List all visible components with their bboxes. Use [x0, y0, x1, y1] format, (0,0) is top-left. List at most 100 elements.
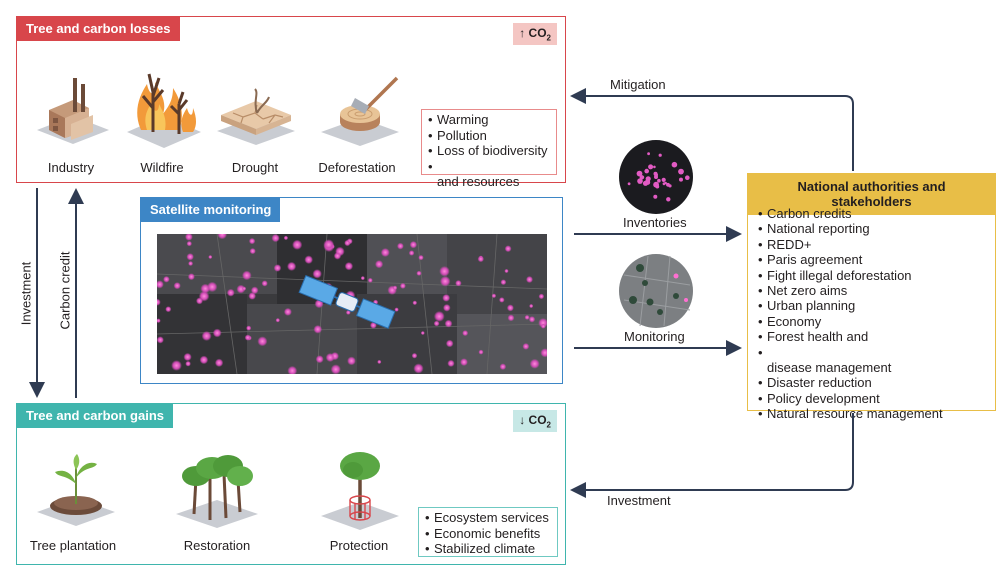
- heat-spot: [185, 360, 191, 367]
- losses-effects-list: Warming Pollution Loss of biodiversity a…: [421, 109, 557, 189]
- national-item: Policy development: [758, 391, 943, 406]
- losses-title: Tree and carbon losses: [17, 17, 180, 41]
- heat-spot: [186, 253, 194, 261]
- heat-spot: [666, 197, 671, 202]
- deforestation-label: Deforestation: [318, 160, 396, 175]
- national-item: Natural resource management: [758, 406, 943, 421]
- heat-spot: [347, 356, 356, 366]
- heat-spot: [507, 314, 515, 322]
- heat-spot: [360, 276, 365, 281]
- effect-item: Stabilized climate: [425, 541, 551, 557]
- heat-spot: [418, 254, 424, 261]
- carbon-credit-label: Carbon credit: [57, 251, 73, 330]
- heat-spot: [433, 311, 445, 322]
- heat-spot: [478, 349, 484, 355]
- national-item: Net zero aims: [758, 283, 943, 298]
- restoration-icon: [176, 455, 258, 528]
- heat-spot: [183, 352, 192, 362]
- heat-spot: [212, 328, 222, 338]
- heat-spot: [377, 359, 382, 364]
- heat-spot: [248, 292, 256, 300]
- national-item: Paris agreement: [758, 252, 943, 267]
- heat-spot: [433, 320, 440, 327]
- heat-spot: [455, 280, 462, 287]
- heat-spot: [196, 297, 203, 305]
- heat-spot: [413, 363, 424, 374]
- heat-spot: [439, 266, 450, 277]
- monitoring-thumbnail: [619, 254, 693, 328]
- heat-spot: [647, 152, 650, 156]
- heat-spot: [420, 331, 425, 335]
- heat-spot: [283, 235, 289, 241]
- heat-spot: [315, 355, 324, 364]
- heat-spot: [226, 288, 235, 297]
- heat-spot: [409, 241, 418, 249]
- heat-spot: [679, 177, 683, 182]
- effect-item: Ecosystem services: [425, 510, 551, 526]
- national-item-continued: disease management: [758, 345, 943, 376]
- heat-spot: [637, 178, 643, 184]
- investment-arrow-bottom: [570, 413, 854, 498]
- co2-decrease-badge: ↓ CO2: [513, 410, 557, 433]
- heat-spot: [157, 336, 164, 344]
- heat-spot: [242, 270, 252, 281]
- heat-spot: [460, 358, 468, 366]
- heat-spot: [657, 178, 661, 183]
- mitigation-arrow: [570, 88, 854, 171]
- national-item: National reporting: [758, 221, 943, 236]
- restoration-label: Restoration: [183, 538, 251, 553]
- heat-spot: [653, 181, 659, 188]
- co2-increase-badge: ↑ CO2: [513, 23, 557, 46]
- heat-spot: [207, 281, 218, 293]
- effect-item-continued: and resources: [428, 159, 550, 190]
- heat-spot: [185, 234, 193, 241]
- heat-spot: [526, 276, 533, 283]
- heat-spot: [653, 165, 656, 169]
- heat-spot: [208, 255, 213, 259]
- national-item: Carbon credits: [758, 206, 943, 221]
- heat-spot: [287, 365, 298, 374]
- inventories-label: Inventories: [623, 215, 687, 230]
- heat-spot: [283, 307, 292, 316]
- drought-icon: [217, 88, 295, 145]
- heat-spot: [678, 168, 684, 175]
- heat-spot: [538, 293, 545, 300]
- heat-spot: [249, 248, 256, 255]
- national-item: Economy: [758, 314, 943, 329]
- heat-spot: [639, 175, 644, 180]
- industry-icon: [37, 78, 109, 144]
- heat-spot: [173, 282, 181, 290]
- effect-item: Warming: [428, 112, 550, 128]
- national-item: Forest health and: [758, 329, 943, 344]
- heat-spot: [323, 239, 335, 250]
- heat-spot: [416, 270, 422, 276]
- heat-spot: [217, 234, 228, 240]
- heat-spot: [244, 334, 251, 341]
- heat-spot: [685, 175, 690, 180]
- heat-spot: [375, 260, 384, 269]
- heat-spot: [157, 280, 164, 289]
- heat-spot: [491, 293, 497, 299]
- heat-spot: [344, 262, 354, 271]
- heat-spot: [644, 168, 649, 174]
- deforestation-icon: [321, 76, 399, 146]
- heat-spot: [648, 164, 654, 170]
- gains-panel: Tree and carbon gains ↓ CO2 Tree plantat…: [16, 403, 566, 565]
- heat-spot: [345, 310, 351, 315]
- heat-spot: [171, 360, 182, 371]
- national-item: REDD+: [758, 237, 943, 252]
- national-uses-list: Carbon credits National reporting REDD+ …: [758, 206, 943, 422]
- national-panel: National authorities and stakeholders Ca…: [747, 173, 996, 421]
- heat-spot: [261, 280, 268, 287]
- protection-label: Protection: [329, 538, 389, 553]
- national-item: Fight illegal deforestation: [758, 268, 943, 283]
- heat-spot: [662, 182, 666, 186]
- heat-spot: [250, 286, 259, 295]
- national-item: Urban planning: [758, 298, 943, 313]
- heat-spot: [399, 282, 406, 289]
- heat-spot: [499, 363, 507, 370]
- heat-spot: [443, 304, 451, 312]
- effect-item: Pollution: [428, 128, 550, 144]
- heat-spot: [271, 234, 280, 243]
